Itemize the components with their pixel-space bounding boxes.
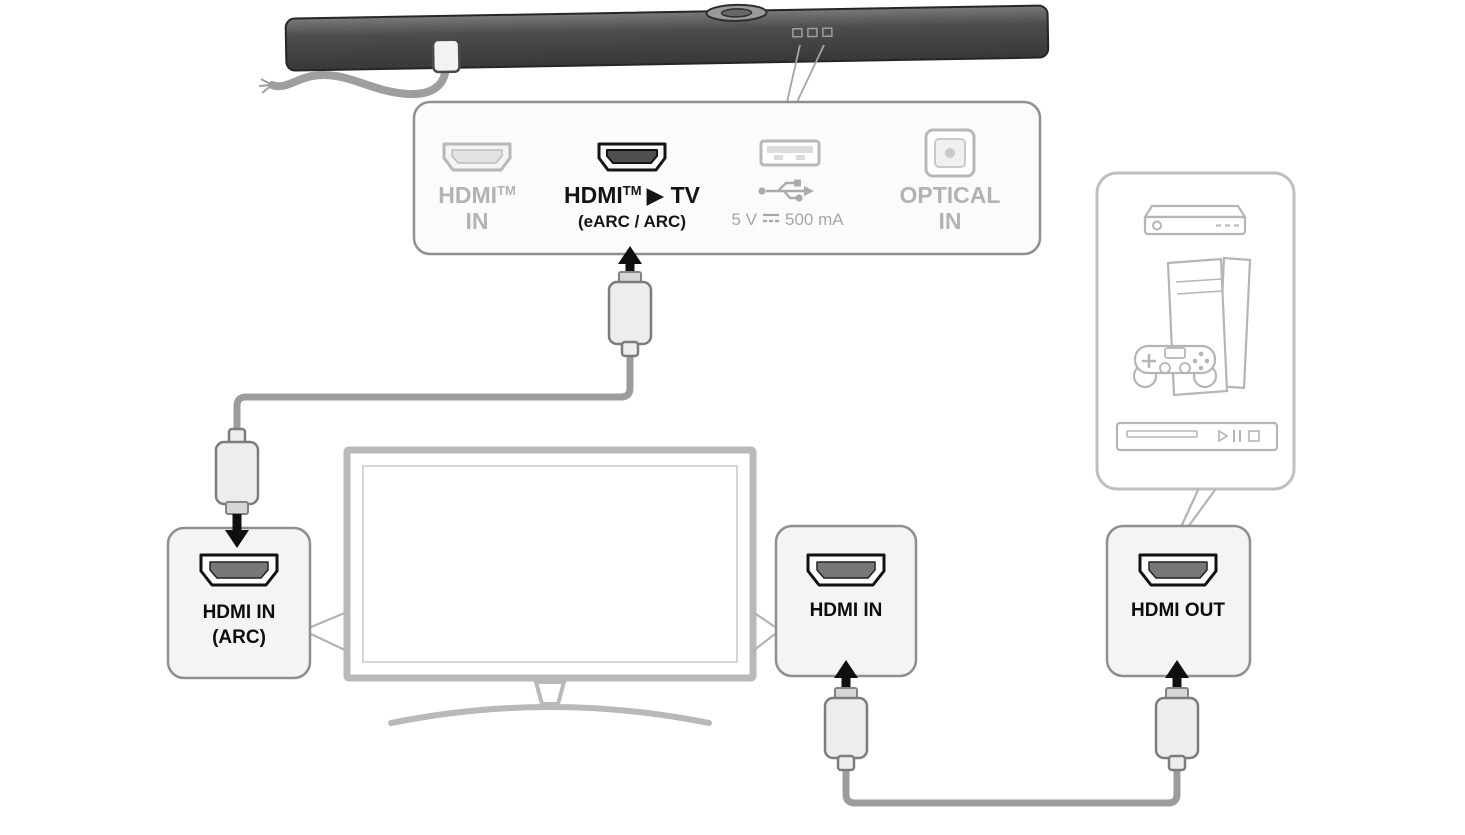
soundbar-body — [284, 4, 1050, 72]
hdmi-in-box-label: HDMI IN — [810, 600, 883, 621]
hdmi-arc-box-label-line2: (ARC) — [212, 627, 266, 648]
hdmi-in-label: HDMITM — [438, 182, 516, 208]
hdmi-port-icon-arc — [199, 553, 279, 587]
tv-frame — [343, 446, 757, 726]
tv-screen — [362, 465, 738, 663]
game-console-icon — [1166, 256, 1252, 397]
usb-power-label-current: 500 mA — [785, 210, 844, 229]
callout-wedge-soundbar — [786, 44, 825, 103]
gamepad-icon — [1132, 344, 1218, 389]
soundbar — [284, 3, 1050, 74]
hdmi-cable-device-to-tv — [842, 764, 1181, 807]
hdmi-out-box-label: HDMI OUT — [1131, 600, 1225, 621]
hdmi-port-icon-tv-in — [806, 553, 886, 587]
dvd-player-icon — [1115, 421, 1279, 452]
hdmi-in-port-icon — [442, 142, 512, 172]
arrow-up-icon-soundbar — [618, 246, 642, 274]
hdmi-plug-icon-tv-in — [823, 687, 869, 772]
arrow-up-icon-device-out — [1165, 660, 1189, 690]
earc-arc-sub-label: (eARC / ARC) — [578, 212, 686, 231]
usb-power-label-volts: 5 V — [731, 210, 757, 229]
usb-symbol-icon — [758, 179, 814, 202]
hdmi-in-box: HDMI IN — [774, 524, 918, 678]
tv-stand — [388, 680, 712, 726]
optical-label-line2: IN — [939, 208, 962, 234]
power-cable — [258, 60, 450, 99]
callout-wedge-tv-left — [310, 610, 348, 652]
soundbar-top-button — [705, 3, 768, 22]
optical-port-icon — [924, 128, 976, 178]
hdmi-out-box: HDMI OUT — [1105, 524, 1252, 678]
hdmi-tv-label: HDMITM▶ TV — [564, 182, 701, 208]
hdmi-plug-icon-device-out — [1154, 687, 1200, 772]
hdmi-port-icon-device-out — [1138, 553, 1218, 587]
cable-gland — [431, 38, 461, 74]
optical-label: OPTICAL — [900, 182, 1001, 208]
soundbar-rear-ports — [792, 27, 833, 38]
callout-wedge-tv-right — [752, 611, 776, 652]
ports-panel — [412, 100, 1042, 256]
hdmi-arc-box-label: HDMI IN — [203, 602, 276, 623]
hdmi-arc-tv-port-icon — [597, 142, 667, 172]
set-top-box-icon — [1142, 204, 1248, 236]
hdmi-plug-icon-arc — [214, 427, 260, 515]
usb-port-icon — [759, 139, 821, 167]
hdmi-in-label-line2: IN — [466, 208, 489, 234]
hdmi-plug-icon-soundbar — [607, 271, 653, 358]
hdmi-cable-soundbar-to-tv — [233, 348, 634, 436]
dc-symbol-icon — [763, 213, 779, 223]
callout-wedge-devices — [1180, 489, 1216, 528]
arrow-down-icon-arc — [225, 514, 249, 548]
hdmi-arc-box: HDMI IN (ARC) — [166, 526, 312, 680]
arrow-up-icon-tv-in — [834, 660, 858, 690]
